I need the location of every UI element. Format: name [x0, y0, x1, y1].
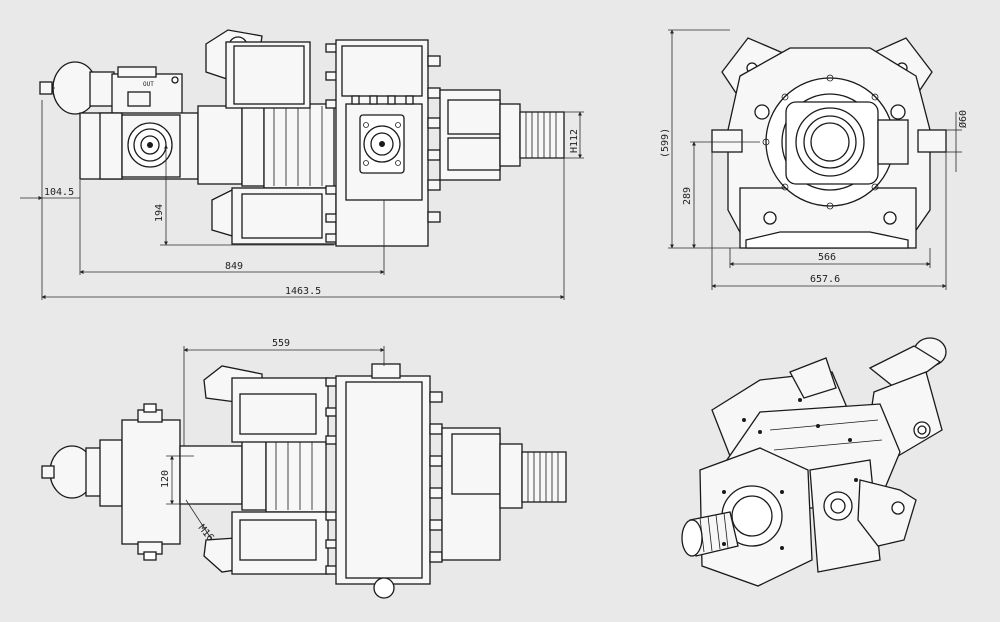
port-out-label: OUT	[143, 81, 154, 88]
top-view: 559 120 M16	[41, 338, 567, 599]
top-valve-block	[121, 419, 181, 545]
dim-height-offset: 194	[154, 204, 165, 222]
isometric-view	[681, 337, 947, 587]
dim-overall-length: 1463.5	[285, 286, 321, 297]
dim-front-height: (599)	[660, 128, 671, 158]
ribbed-housing	[263, 103, 335, 189]
dim-motor-offset: 104.5	[44, 187, 74, 198]
dim-thread-spec: H112	[569, 129, 580, 153]
iso-lower-arm	[857, 479, 917, 547]
dim-overall-width: 657.6	[810, 274, 840, 285]
side-view: OUT	[20, 29, 584, 300]
dim-shaft-diameter: Ø60	[957, 110, 969, 128]
dim-drive-length: 849	[225, 261, 243, 272]
dim-bolt-spacing: 120	[160, 470, 171, 488]
dim-shaft-height: 289	[682, 187, 693, 205]
dim-top-length: 559	[272, 338, 290, 349]
front-view: (599) 289 Ø60 566 657.6	[660, 29, 969, 290]
motor-neck	[89, 71, 115, 107]
top-threaded-shaft	[521, 451, 567, 503]
dim-base-width: 566	[818, 252, 836, 263]
threaded-shaft	[519, 111, 565, 159]
